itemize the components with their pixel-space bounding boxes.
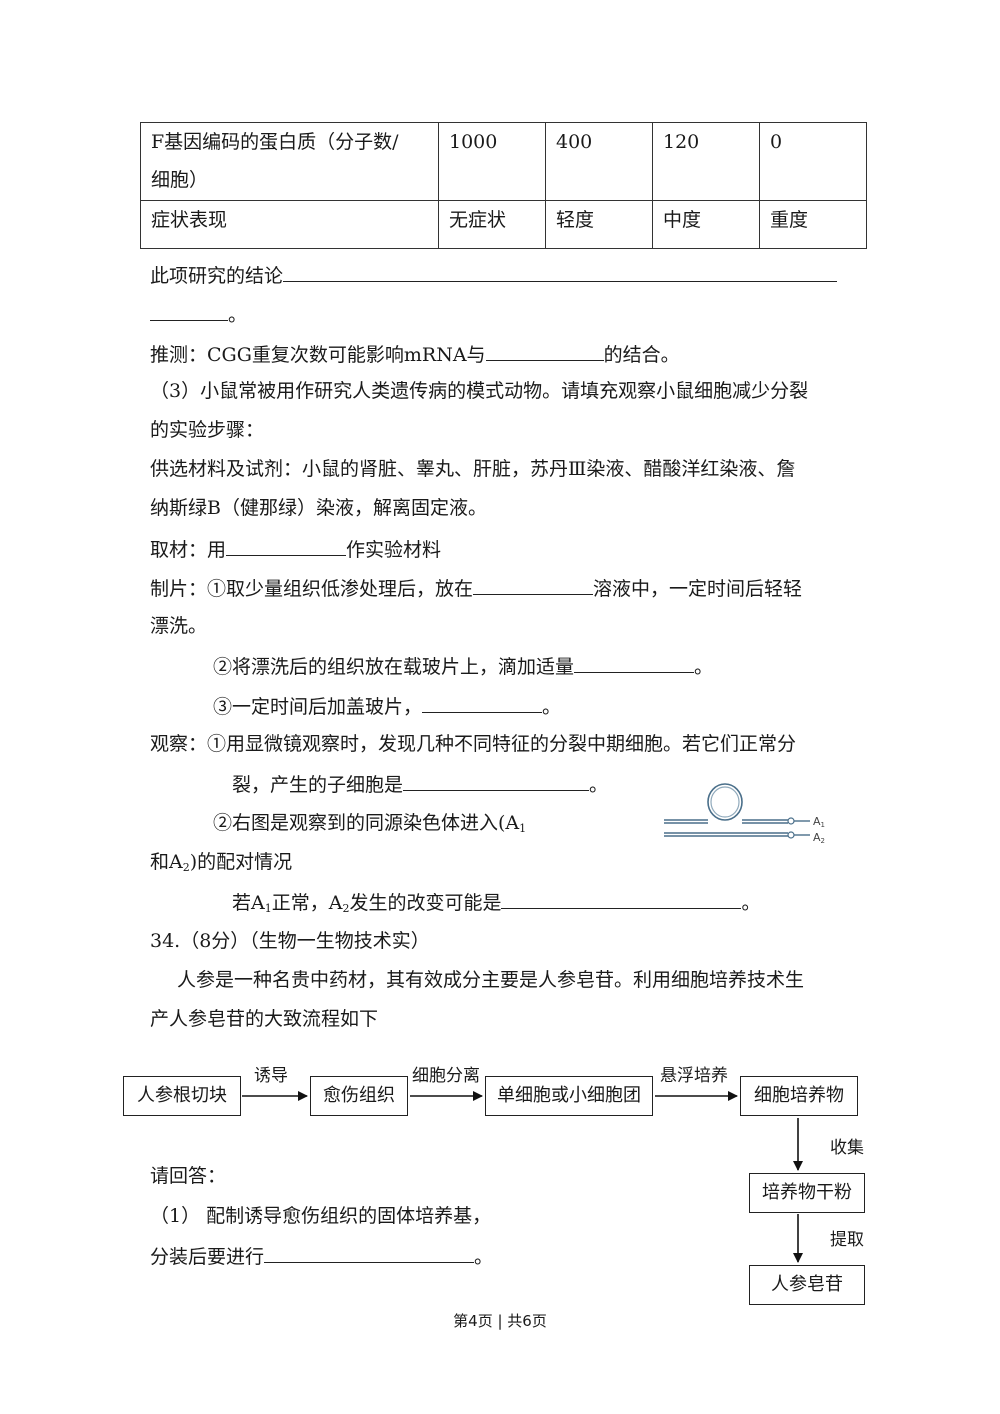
table-cell: 0 [759, 122, 867, 201]
materials-line-2: 纳斯绿B（健那绿）染液，解离固定液。 [150, 497, 487, 519]
prep-step1-line: 制片：①取少量组织低渗处理后，放在 溶液中，一定时间后轻轻 [150, 574, 802, 602]
answer-blank[interactable] [150, 300, 228, 321]
prep-step1-line-2: 漂洗。 [150, 615, 208, 637]
text: ③一定时间后加盖玻片， [213, 696, 423, 718]
text: 。 [474, 1246, 494, 1268]
text: 和A [150, 851, 183, 873]
observe-step3-line: 若A1正常，A2发生的改变可能是 。 [232, 888, 761, 922]
sub-question-1-line: （1） 配制诱导愈伤组织的固体培养基， [150, 1205, 492, 1227]
answer-blank[interactable] [226, 535, 347, 556]
arrow-label-collect: 收集 [830, 1138, 864, 1158]
flow-box-single-cells: 单细胞或小细胞团 [485, 1076, 653, 1116]
table-cell: 400 [545, 122, 653, 201]
answer-blank[interactable] [473, 574, 594, 595]
text: 。 [589, 774, 609, 796]
arrow-label-extract: 提取 [830, 1230, 864, 1250]
text: 。 [542, 696, 562, 718]
text: 分装后要进行 [150, 1246, 265, 1268]
answer-blank[interactable] [403, 770, 590, 791]
sub-question-1-line-2: 分装后要进行 。 [150, 1242, 493, 1270]
text: 。 [228, 304, 248, 326]
page-footer: 第4页 | 共6页 [453, 1312, 547, 1330]
ginseng-intro-line: 人参是一种名贵中药材，其有效成分主要是人参皂苷。利用细胞培养技术生 [177, 969, 805, 991]
table-cell-label: F基因编码的蛋白质（分子数/细胞） [140, 122, 439, 201]
flow-box-root-pieces: 人参根切块 [123, 1076, 241, 1116]
table-cell: 120 [652, 122, 760, 201]
text: 推测：CGG重复次数可能影响mRNA与 [150, 344, 486, 366]
ginseng-intro-line-2: 产人参皂苷的大致流程如下 [150, 1008, 379, 1030]
q3-line-2: 的实验步骤： [150, 419, 265, 441]
text: 取材：用 [150, 539, 227, 561]
table-row: F基因编码的蛋白质（分子数/细胞） 1000 400 120 0 [140, 122, 867, 201]
label-a1: A1 [813, 815, 825, 829]
table-cell: 1000 [438, 122, 546, 201]
chromosome-a1 [664, 783, 810, 825]
answer-blank[interactable] [501, 888, 742, 909]
inference-line: 推测：CGG重复次数可能影响mRNA与 的结合。 [150, 340, 680, 368]
conclusion-end-line: 。 [150, 300, 247, 328]
text: ②右图是观察到的同源染色体进入(A [213, 812, 520, 834]
text: 作实验材料 [346, 539, 442, 561]
table-cell: 重度 [759, 200, 867, 249]
q3-line: （3）小鼠常被用作研究人类遗传病的模式动物。请填充观察小鼠细胞减少分裂 [150, 380, 809, 402]
subscript: 1 [264, 902, 272, 915]
flow-box-cell-culture: 细胞培养物 [740, 1076, 858, 1116]
observe-step2-line: ②右图是观察到的同源染色体进入(A1 [213, 810, 526, 842]
answer-blank[interactable] [283, 261, 838, 282]
flow-box-ginsenoside: 人参皂苷 [749, 1265, 865, 1305]
table-cell: 轻度 [545, 200, 653, 249]
text: 。 [741, 892, 761, 914]
cell-text: F基因编码的蛋白质（分子数/ [151, 131, 399, 153]
materials-line: 供选材料及试剂：小鼠的肾脏、睾丸、肝脏，苏丹Ⅲ染液、醋酸洋红染液、詹 [150, 458, 796, 480]
subscript: 1 [519, 822, 527, 835]
text: 正常，A [271, 892, 343, 914]
answer-blank[interactable] [574, 652, 695, 673]
table-row: 症状表现 无症状 轻度 中度 重度 [140, 200, 867, 249]
subscript: 2 [182, 861, 190, 874]
chromosome-a2 [664, 831, 810, 839]
take-material-line: 取材：用 作实验材料 [150, 535, 441, 563]
flow-box-dry-powder: 培养物干粉 [749, 1173, 865, 1213]
prep-step3-line: ③一定时间后加盖玻片， 。 [213, 692, 561, 720]
question-34-heading: 34.（8分）（生物一生物技术实） [150, 930, 430, 952]
arrow-label-separate: 细胞分离 [412, 1066, 480, 1086]
answer-blank[interactable] [422, 692, 543, 713]
text: ②将漂洗后的组织放在载玻片上，滴加适量 [213, 656, 575, 678]
cell-text: 细胞） [151, 169, 209, 191]
data-table: F基因编码的蛋白质（分子数/细胞） 1000 400 120 0 症状表现 无症… [140, 122, 867, 249]
label-a2: A2 [813, 831, 825, 845]
text: 制片：①取少量组织低渗处理后，放在 [150, 578, 474, 600]
text: 裂，产生的子细胞是 [232, 774, 404, 796]
conclusion-line: 此项研究的结论 [150, 261, 838, 289]
answer-prompt: 请回答： [150, 1165, 227, 1187]
table-cell: 无症状 [438, 200, 546, 249]
text: 发生的改变可能是 [349, 892, 502, 914]
flow-box-callus: 愈伤组织 [310, 1076, 408, 1116]
table-cell-label: 症状表现 [140, 200, 439, 249]
table-cell: 中度 [652, 200, 760, 249]
text: 。 [694, 656, 714, 678]
prep-step2-line: ②将漂洗后的组织放在载玻片上，滴加适量 。 [213, 652, 713, 680]
arrow-label-suspension: 悬浮培养 [660, 1066, 728, 1086]
observe-step1-line-2: 裂，产生的子细胞是 。 [232, 770, 608, 798]
text: )的配对情况 [189, 851, 293, 873]
subscript: 2 [342, 902, 350, 915]
arrow-label-induce: 诱导 [254, 1066, 288, 1086]
text: 的结合。 [603, 344, 680, 366]
text: 若A [232, 892, 265, 914]
observe-step1-line: 观察：①用显微镜观察时，发现几种不同特征的分裂中期细胞。若它们正常分 [150, 733, 797, 755]
answer-blank[interactable] [264, 1242, 475, 1263]
text: 此项研究的结论 [150, 265, 284, 287]
answer-blank[interactable] [485, 340, 604, 361]
observe-step2-line-2: 和A2)的配对情况 [150, 849, 292, 881]
chromosome-pairing-figure: A1 A2 [664, 783, 825, 845]
text: 溶液中，一定时间后轻轻 [593, 578, 803, 600]
